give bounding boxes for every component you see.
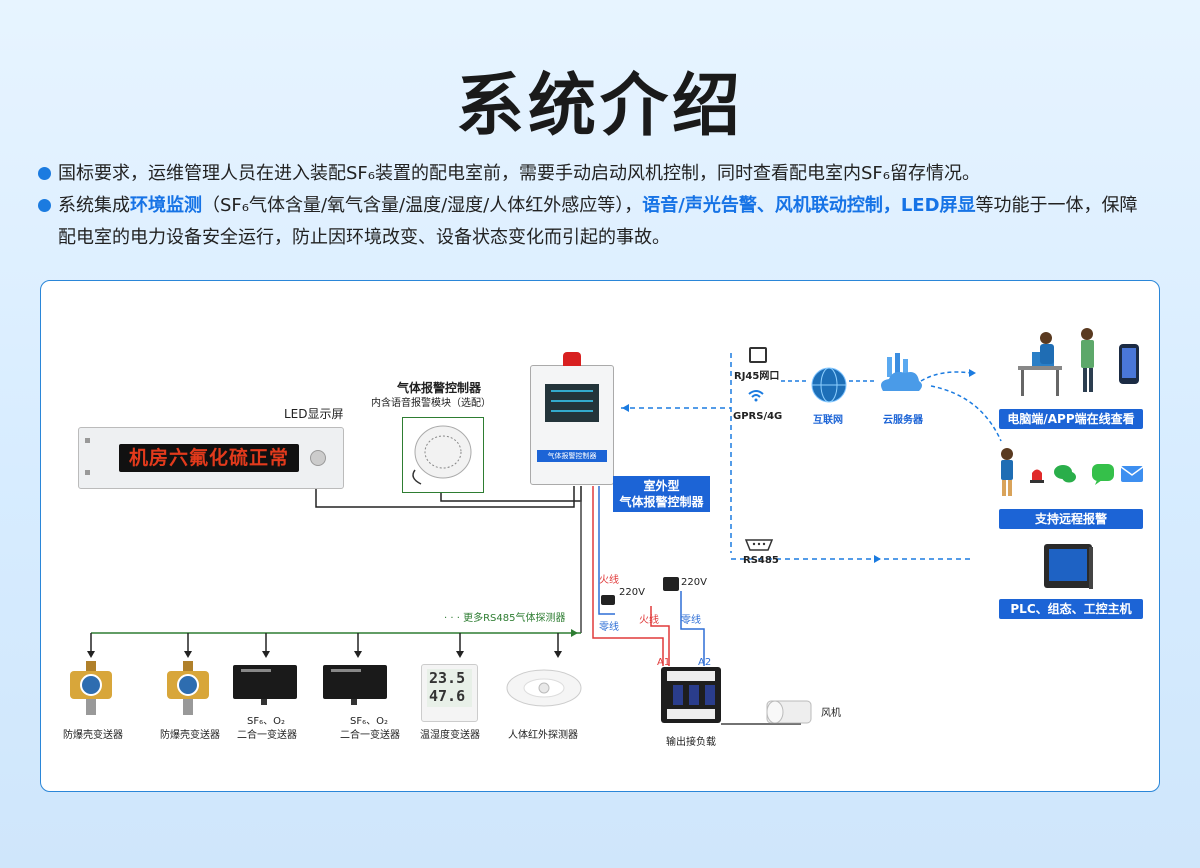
plc-label: PLC、组态、工控主机 [999, 599, 1143, 619]
intro-p2-text: （SF₆气体含量/氧气含量/温度/湿度/人体红外感应等）， [202, 195, 643, 216]
connection-lines [87, 353, 1002, 725]
terminal-a2-label: A2 [698, 657, 712, 668]
plc-terminal [1044, 544, 1092, 588]
outdoor-box-line2: 气体报警控制器 [619, 495, 704, 509]
explosion-proof-transmitter-icon [167, 661, 209, 715]
voltage-label: 220V [681, 577, 707, 588]
bullet-dot [38, 167, 51, 180]
serial-port-icon [744, 539, 774, 551]
outdoor-box-line1: 室外型 [643, 479, 680, 493]
fire-line-label: 火线 [639, 615, 659, 626]
plug-icon [663, 577, 679, 591]
pir-detector-icon [506, 669, 582, 707]
sf6-o2-transmitter-icon [323, 665, 387, 705]
led-label: LED显示屏 [284, 407, 344, 421]
plc-stand [1089, 547, 1093, 589]
device-label: 防爆壳变送器 [160, 730, 220, 741]
message-icon [1092, 464, 1114, 485]
intro-p2-highlight: 环境监测 [130, 195, 202, 216]
alarm-title: 气体报警控制器 [397, 381, 482, 395]
sf6-o2-transmitter-icon [233, 665, 297, 705]
intro-p2-highlight: 语音/声光告警、风机联动控制，LED屏显 [642, 195, 976, 216]
rj45-label: RJ45网口 [734, 371, 780, 382]
internet-label: 互联网 [813, 415, 843, 426]
intro-p2-text: 系统集成 [58, 195, 130, 216]
led-display-text: 机房六氟化硫正常 [128, 447, 289, 469]
remote-user-icon [1001, 448, 1013, 496]
device-label: SF₆、O₂ [247, 716, 285, 727]
intro-text: 国标要求，运维管理人员在进入装配SF₆装置的配电室前，需要手动启动风机控制，同时… [38, 158, 1148, 254]
siren-icon [1030, 469, 1044, 483]
neutral-line-label: 零线 [681, 615, 701, 626]
plug-icon [601, 595, 615, 605]
intro-paragraph-2: 系统集成环境监测（SF₆气体含量/氧气含量/温度/湿度/人体红外感应等），语音/… [38, 190, 1148, 254]
speaker-icon [412, 425, 472, 485]
gprs-label: GPRS/4G [733, 411, 783, 422]
device-label: 二合一变送器 [340, 730, 400, 741]
device-label: 防爆壳变送器 [63, 730, 123, 741]
wired-network-icon [749, 347, 767, 363]
wechat-icon [1054, 465, 1076, 483]
device-label: 人体红外探测器 [508, 730, 578, 741]
controller-panel-label: 气体报警控制器 [537, 450, 607, 462]
fan-icon [766, 700, 812, 724]
fire-line-label: 火线 [599, 575, 619, 586]
speaker-module [402, 417, 484, 493]
intro-paragraph-1: 国标要求，运维管理人员在进入装配SF₆装置的配电室前，需要手动启动风机控制，同时… [38, 158, 1148, 190]
pc-app-label: 电脑端/APP端在线查看 [999, 409, 1143, 429]
desk-user-icon [1018, 332, 1062, 396]
device-label: 温湿度变送器 [420, 730, 480, 741]
page-title: 系统介绍 [455, 67, 744, 146]
device-label: SF₆、O₂ [350, 716, 388, 727]
outdoor-controller-box: 室外型 气体报警控制器 [613, 476, 710, 512]
remote-alarm-label: 支持远程报警 [999, 509, 1143, 529]
cloud-label: 云服务器 [883, 415, 923, 426]
cloud-icon [881, 353, 922, 391]
neutral-line-label: 零线 [599, 622, 619, 633]
contactor-label: 输出接负载 [666, 737, 716, 748]
intro-p1-text: 国标要求，运维管理人员在进入装配SF₆装置的配电室前，需要手动启动风机控制，同时… [58, 163, 980, 184]
bullet-dot [38, 199, 51, 212]
globe-icon [811, 367, 847, 403]
humidity-reading: 47.6 [429, 687, 466, 705]
wifi-icon [748, 390, 764, 402]
gas-alarm-controller: 气体报警控制器 [530, 352, 614, 485]
phone-user-icon [1081, 328, 1139, 392]
voltage-label: 220V [619, 587, 645, 598]
alarm-subtitle: 内含语音报警模块（选配） [371, 398, 491, 409]
fan-label: 风机 [821, 708, 841, 719]
rs485-label: RS485 [743, 555, 779, 566]
terminal-a1-label: A1 [657, 657, 671, 668]
temp-humidity-transmitter: 23.5 47.6 [421, 664, 478, 722]
device-label: 二合一变送器 [237, 730, 297, 741]
more-rs485-label: · · · 更多RS485气体探测器 [444, 613, 566, 624]
intro-p2-text: 等功能于一体，保障配电室的电力设备安全运行，防止因环境改变、设备状态变化而引起的… [58, 195, 1138, 248]
explosion-proof-transmitter-icon [70, 661, 112, 715]
mail-icon [1121, 466, 1143, 482]
temp-reading: 23.5 [429, 669, 466, 687]
led-screen: 机房六氟化硫正常 [78, 427, 344, 489]
contactor [661, 667, 721, 723]
system-diagram-panel: LED显示屏 机房六氟化硫正常 气体报警控制器 内含语音报警模块（选配） 气体报… [40, 280, 1160, 792]
